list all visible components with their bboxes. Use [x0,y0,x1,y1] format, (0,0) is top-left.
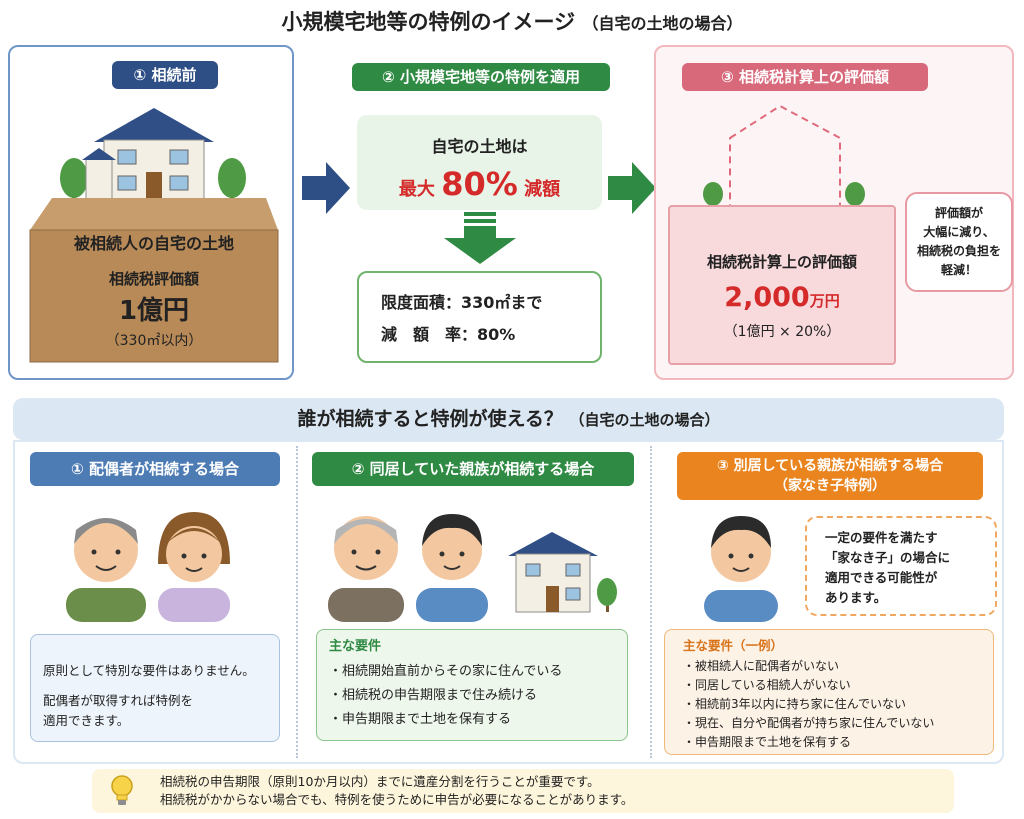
bubble-line: あります。 [825,590,887,605]
eval-value: 1億円 [118,296,190,326]
house-icon [508,532,598,613]
reduced-value: 2,000万円 [670,282,894,313]
col3-item: ・被相続人に配偶者がいない [683,659,840,673]
col3-label-line2: （家なき子特例） [774,478,886,494]
reduced-value-unit: 万円 [809,292,840,310]
max-prefix: 最大 [398,179,435,200]
section2-sub: （自宅の土地の場合） [569,411,720,429]
panel2-label: ② 小規模宅地等の特例を適用 [352,63,610,91]
footer-note: 相続税の申告期限（原則10か月以内）までに遺産分割を行うことが重要です。 相続税… [92,769,954,813]
arrow-down-icon [444,212,516,264]
limit-area: 限度面積：330㎡まで [381,293,543,312]
lightbulb-icon [111,775,133,805]
reduction-box: 自宅の土地は 最大 80% 減額 [357,115,602,210]
bubble-line: 「家なき子」の場合に [825,550,951,565]
panel1-label: ① 相続前 [112,61,218,89]
column-divider [296,446,298,758]
bubble-line: 一定の要件を満たす [825,530,938,545]
bubble-line: 適用できる可能性が [825,570,938,585]
panel3-label: ③ 相続税計算上の評価額 [682,63,928,91]
col1-note-box: 原則として特別な要件はありません。 配偶者が取得すれば特例を 適用できます。 [30,634,280,742]
col1-text2: 配偶者が取得すれば特例を [43,693,194,708]
land-title: 被相続人の自宅の土地 [73,234,234,253]
reduced-value-formula: （1億円 × 20%） [723,324,841,340]
reduction-percent: 80% [441,165,518,203]
tree-icon [218,158,246,202]
young-man-avatar-icon [416,514,488,622]
arrow-right-icon [302,162,350,214]
col3-item: ・同居している相続人がいない [683,678,851,692]
reduction-line1: 自宅の土地は [431,137,528,156]
bubble-line: 大幅に減り、 [923,225,995,239]
reduction-line2: 最大 80% 減額 [357,165,602,203]
reduced-value-box: 相続税計算上の評価額 2,000万円 （1億円 × 20%） [668,205,896,365]
area-limit: （330㎡以内） [105,333,203,349]
col3-item: ・申告期限まで土地を保有する [683,735,852,749]
col2-heading: 主な要件 [329,639,382,654]
man-avatar-icon [66,518,146,622]
tree-icon [60,158,88,202]
page-title: 小規模宅地等の特例のイメージ （自宅の土地の場合） [0,6,1024,36]
tree-icon [597,578,617,612]
section2-header: 誰が相続すると特例が使える？ （自宅の土地の場合） [13,398,1004,440]
col2-item: ・申告期限まで土地を保有する [329,712,512,727]
col1-text1: 原則として特別な要件はありません。 [43,663,255,678]
bubble-line: 相続税の負担を [916,244,1001,258]
house-on-land-illustration [29,108,279,363]
footer-line1: 相続税の申告期限（原則10か月以内）までに遺産分割を行うことが重要です。 [160,774,600,789]
col3-requirements-box: 主な要件（一例） ・被相続人に配偶者がいない ・同居している相続人がいない ・相… [664,629,994,755]
col2-item: ・相続税の申告期限まで住み続ける [329,688,538,703]
burden-speech-bubble: 評価額が 大幅に減り、 相続税の負担を 軽減！ [905,192,1013,292]
section2-frame [13,440,1004,764]
limit-rate: 減 額 率：80% [381,325,516,344]
tree-icon [845,182,865,206]
col2-requirements-box: 主な要件 ・相続開始直前からその家に住んでいる ・相続税の申告期限まで住み続ける… [316,629,628,741]
young-man-illustration [704,516,778,622]
limits-box: 限度面積：330㎡まで 減 額 率：80% [357,271,602,363]
title-sub: （自宅の土地の場合） [582,14,743,33]
eval-label: 相続税評価額 [108,270,199,288]
young-man-avatar-icon [704,516,778,622]
col1-text3: 適用できます。 [43,713,130,728]
footer-line2: 相続税がかからない場合でも、特例を使うために申告が必要になることがあります。 [160,792,634,807]
house-icon [82,108,214,203]
elderly-couple-illustration [66,512,230,622]
reduced-value-title: 相続税計算上の評価額 [706,253,857,271]
woman-avatar-icon [158,512,230,622]
col3-label: ③ 別居している親族が相続する場合 （家なき子特例） [677,452,983,500]
arrow-right-icon [608,162,656,214]
column-divider [650,446,652,758]
dashed-house-outline [703,104,865,207]
col3-heading: 主な要件（一例） [683,638,784,653]
title-main: 小規模宅地等の特例のイメージ [281,10,576,34]
col3-item: ・相続前3年以内に持ち家に住んでいない [683,697,907,711]
tree-icon [703,182,723,206]
reduced-value-number: 2,000 [724,282,810,313]
reduction-word: 減額 [524,179,561,200]
elderly-man-avatar-icon [328,516,404,622]
bubble-line: 評価額が [934,206,983,220]
col3-speech-bubble: 一定の要件を満たす 「家なき子」の場合に 適用できる可能性が あります。 [805,516,997,616]
col3-label-line1: ③ 別居している親族が相続する場合 [716,458,944,474]
col2-item: ・相続開始直前からその家に住んでいる [329,664,563,679]
section2-title: 誰が相続すると特例が使える？ [297,408,563,430]
cohabiting-family-illustration [328,514,617,622]
col3-item: ・現在、自分や配偶者が持ち家に住んでいない [683,716,935,730]
bubble-line: 軽減！ [940,263,977,277]
col1-label: ① 配偶者が相続する場合 [30,452,280,486]
col2-label: ② 同居していた親族が相続する場合 [312,452,634,486]
